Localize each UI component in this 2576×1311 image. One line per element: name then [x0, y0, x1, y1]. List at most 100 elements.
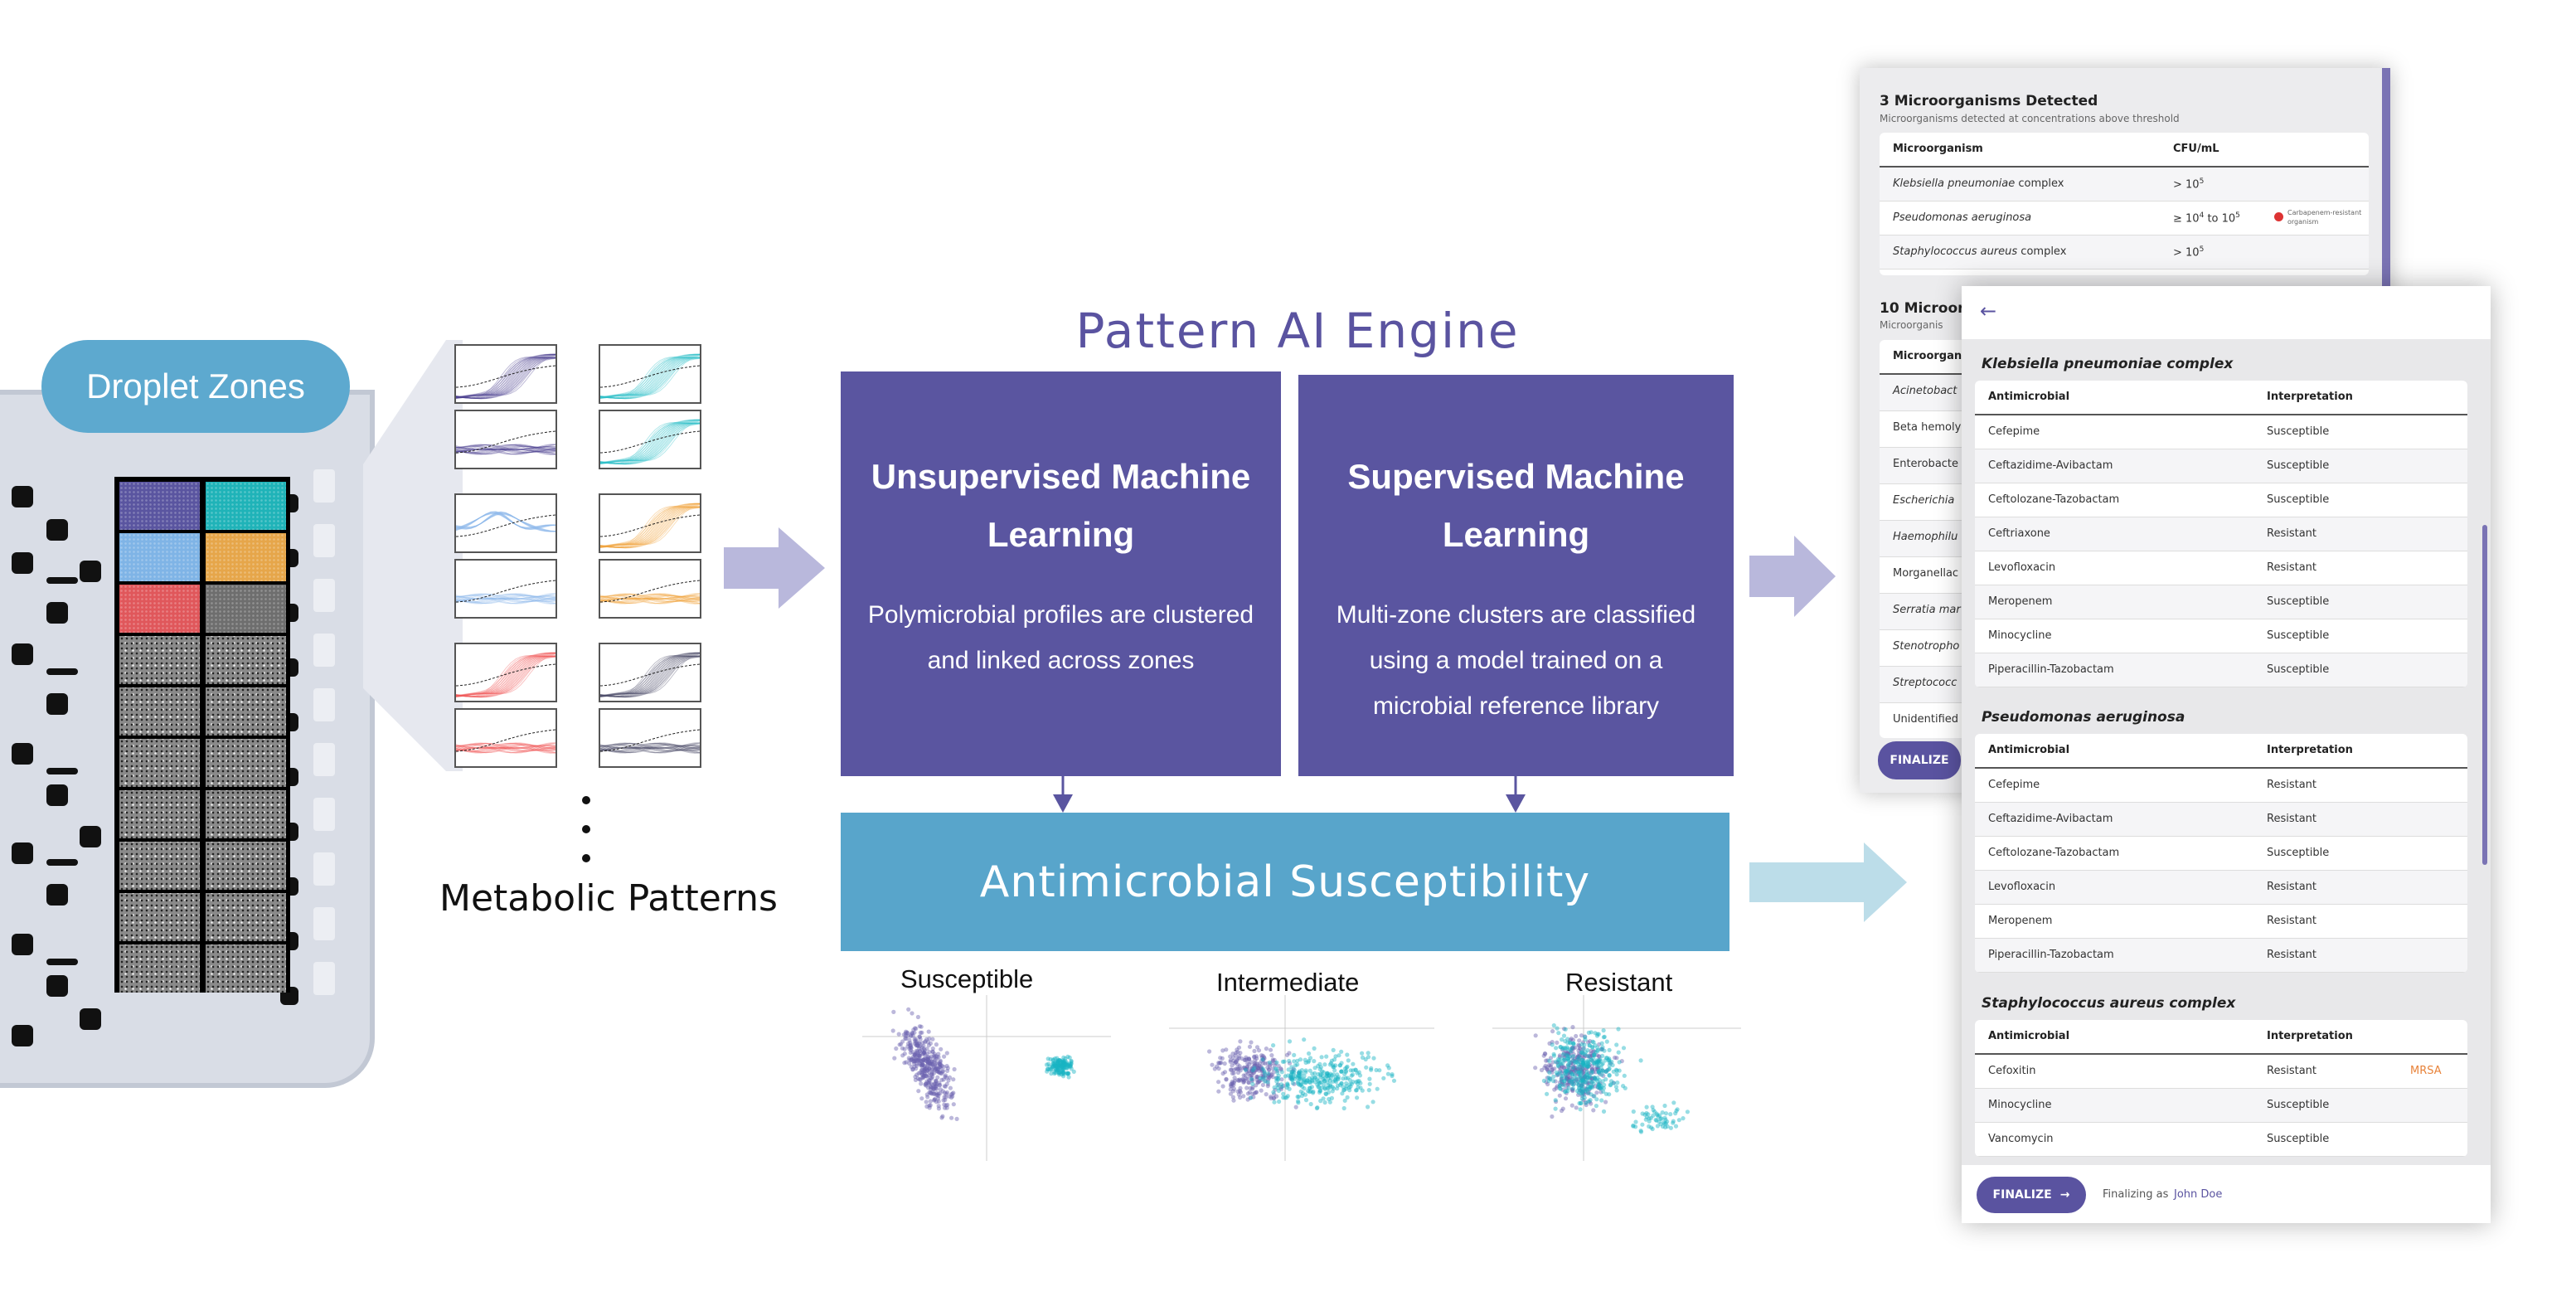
- scatter-point: [912, 1064, 917, 1069]
- scatter-point: [1600, 1053, 1605, 1058]
- scatter-point: [932, 1085, 937, 1090]
- col-cfu: CFU/mL: [2173, 143, 2219, 155]
- scatter-point: [1580, 1090, 1585, 1095]
- scatter-point: [1603, 1077, 1608, 1082]
- scatter-point: [1246, 1080, 1251, 1085]
- scatter-point: [1333, 1054, 1338, 1059]
- scatter-point: [1590, 1053, 1595, 1058]
- scatter-point: [914, 1043, 919, 1048]
- scatter-point: [1560, 1061, 1565, 1066]
- organism-row[interactable]: Staphylococcus aureus complex> 105: [1880, 235, 2369, 269]
- scrollbar[interactable]: [2482, 525, 2487, 865]
- cfu-value: > 105: [2173, 245, 2204, 259]
- scatter-point: [1557, 1085, 1562, 1090]
- scatter-point: [1571, 1064, 1576, 1070]
- scatter-point: [940, 1069, 945, 1075]
- scatter-point: [1248, 1073, 1253, 1078]
- scatter-point: [922, 1067, 927, 1072]
- scatter-point: [1293, 1074, 1298, 1079]
- scatter-point: [919, 1071, 924, 1076]
- scatter-point: [919, 1081, 924, 1086]
- scatter-point: [1646, 1112, 1651, 1117]
- scatter-point: [1351, 1080, 1356, 1085]
- scatter-point: [1559, 1061, 1564, 1066]
- scatter-point: [1545, 1067, 1550, 1072]
- scatter-point: [1312, 1071, 1317, 1076]
- back-arrow-icon[interactable]: ←: [1980, 299, 1997, 323]
- scatter-point: [920, 1059, 925, 1064]
- scatter-point: [1661, 1120, 1666, 1125]
- finalize-button[interactable]: FINALIZE →: [1977, 1177, 2086, 1213]
- scatter-point: [1570, 1037, 1576, 1042]
- organism-row[interactable]: Klebsiella pneumoniae complex> 105: [1880, 168, 2369, 202]
- scatter-point: [1586, 1084, 1591, 1089]
- scatter-point: [1259, 1066, 1264, 1071]
- user-name-link[interactable]: John Doe: [2174, 1188, 2223, 1201]
- scatter-point: [1584, 1064, 1589, 1069]
- scatter-point: [1289, 1075, 1294, 1080]
- scatter-point: [1564, 1053, 1569, 1058]
- scatter-point: [921, 1075, 926, 1080]
- scatter-point: [1547, 1041, 1552, 1046]
- scatter-point: [1586, 1060, 1591, 1066]
- antimicrobial-name: Ceftriaxone: [1988, 527, 2050, 540]
- organism-row[interactable]: Unidentified: [1880, 703, 1979, 738]
- organism-row[interactable]: Escherichia: [1880, 484, 1979, 521]
- scatter-point: [928, 1061, 934, 1066]
- organism-row[interactable]: Stenotropho: [1880, 630, 1979, 667]
- scatter-point: [1303, 1080, 1307, 1085]
- scatter-point: [1344, 1065, 1349, 1070]
- scatter-point: [918, 1077, 923, 1082]
- scatter-point: [1272, 1100, 1277, 1105]
- scatter-point: [1261, 1075, 1266, 1080]
- metabolic-curve-plot: [454, 344, 557, 404]
- scatter-point: [1603, 1069, 1608, 1074]
- scatter-point: [1055, 1068, 1060, 1073]
- scatter-point: [1269, 1095, 1273, 1101]
- scatter-point: [1592, 1076, 1598, 1080]
- organism-row[interactable]: Beta hemoly: [1880, 411, 1979, 448]
- scatter-point: [1047, 1064, 1052, 1069]
- scatter-point: [1662, 1115, 1667, 1120]
- scatter-point: [1541, 1053, 1546, 1058]
- scatter-point: [923, 1058, 928, 1063]
- scatter-point: [1061, 1060, 1066, 1065]
- scatter-point: [926, 1066, 932, 1071]
- scatter-point: [1241, 1073, 1246, 1078]
- scatter-point: [1580, 1089, 1585, 1094]
- scatter-point: [1653, 1117, 1658, 1123]
- finalize-button[interactable]: FINALIZE: [1878, 741, 1961, 779]
- scatter-point: [1673, 1124, 1679, 1129]
- metabolic-curve-plot: [599, 643, 701, 702]
- scatter-point: [1563, 1027, 1568, 1032]
- organism-row[interactable]: Morganellac: [1880, 557, 1979, 594]
- scatter-point: [949, 1095, 954, 1100]
- scatter-point: [1054, 1068, 1059, 1073]
- scatter-point: [1326, 1076, 1331, 1081]
- scatter-point: [1335, 1072, 1340, 1077]
- antimicrobial-name: Ceftazidime-Avibactam: [1988, 459, 2113, 472]
- scatter-point: [1292, 1059, 1297, 1064]
- scatter-point: [1657, 1113, 1662, 1118]
- scatter-point: [1565, 1051, 1570, 1056]
- scatter-point: [924, 1037, 929, 1042]
